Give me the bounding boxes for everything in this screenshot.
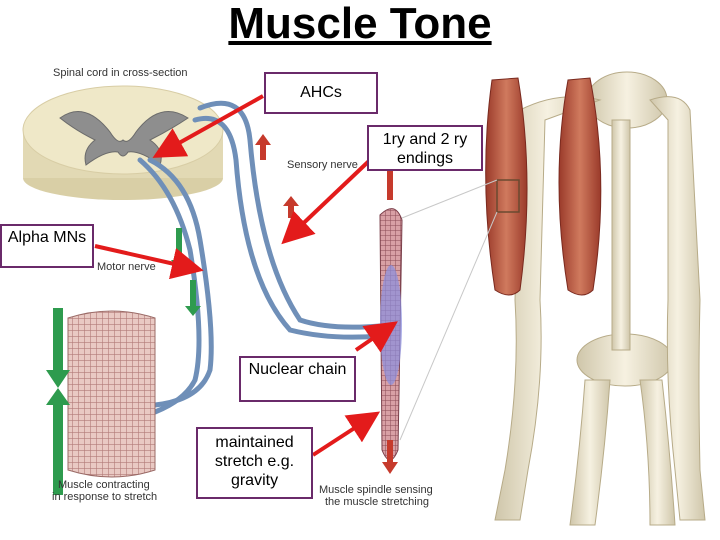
alpha-mns-callout: Alpha MNs bbox=[0, 224, 94, 268]
muscle-spindle-label: Muscle spindle sensing the muscle stretc… bbox=[319, 484, 436, 508]
page-title: Muscle Tone bbox=[228, 0, 492, 48]
muscle-spindle bbox=[379, 208, 403, 461]
nuclear-chain-callout: Nuclear chain bbox=[239, 356, 356, 402]
contracting-muscle bbox=[67, 310, 156, 478]
endings-callout: 1ry and 2 ry endings bbox=[367, 125, 483, 171]
muscle-contracting-label: Muscle contracting in response to stretc… bbox=[52, 479, 157, 503]
spinal-cord-label: Spinal cord in cross-section bbox=[53, 67, 188, 79]
ahcs-callout: AHCs bbox=[264, 72, 378, 114]
skeleton-illustration bbox=[399, 71, 706, 526]
maintained-stretch-callout: maintained stretch e.g. gravity bbox=[196, 427, 313, 499]
sensory-nerve-label: Sensory nerve bbox=[287, 159, 358, 171]
spinal-cord-illustration bbox=[22, 85, 224, 200]
stretch-arrows-red bbox=[255, 134, 398, 474]
callout-arrows bbox=[94, 94, 398, 457]
motor-nerve-label: Motor nerve bbox=[97, 261, 156, 273]
